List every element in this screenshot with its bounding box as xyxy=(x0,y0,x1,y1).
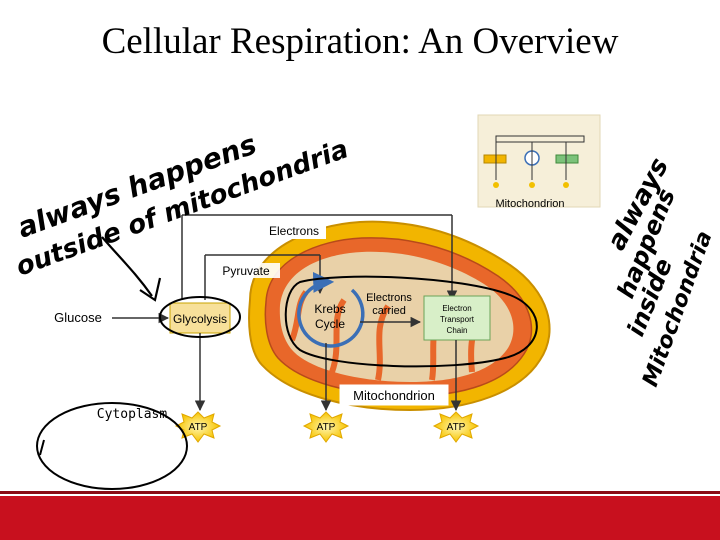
mitochondrion-label: Mitochondrion xyxy=(353,388,435,403)
glycolysis-label: Glycolysis xyxy=(173,312,227,326)
electrons-flow: Electrons xyxy=(181,214,458,302)
hand-arrow-head xyxy=(139,277,162,302)
slide-title: Cellular Respiration: An Overview xyxy=(101,21,619,62)
krebs-label-line1: Krebs xyxy=(314,302,345,316)
electrons-carried-line1: Electrons xyxy=(366,292,412,304)
electron-transport-chain: Electron Transport Chain xyxy=(423,295,491,341)
atp-arrows xyxy=(194,333,462,412)
glycolysis-circle xyxy=(159,296,241,338)
glucose-label: Glucose xyxy=(54,310,102,325)
atp-label-3: ATP xyxy=(447,422,466,433)
footer-divider xyxy=(0,491,720,494)
mitochondrion-label-group: Mitochondrion xyxy=(339,384,449,406)
atp-label-2: ATP xyxy=(317,422,336,433)
atp-label-1: ATP xyxy=(189,422,208,433)
inset-label: Mitochondrion xyxy=(495,198,564,210)
etc-label-line2: Transport xyxy=(440,315,475,324)
atp-burst-3: ATP xyxy=(432,411,480,443)
atp-burst-2: ATP xyxy=(302,411,350,443)
atp-burst-1: ATP xyxy=(174,411,222,443)
hand-tick-mark xyxy=(39,439,45,456)
mitochondrion-inset: Mitochondrion xyxy=(477,114,601,210)
krebs-label-line2: Cycle xyxy=(315,317,345,331)
electrons-carried-line2: carried xyxy=(372,305,406,317)
pyruvate-flow: Pyruvate xyxy=(204,254,326,300)
electrons-carried: Electrons carried xyxy=(360,292,422,328)
cytoplasm-label: Cytoplasm xyxy=(97,407,168,422)
footer-bar xyxy=(0,496,720,540)
etc-label-line3: Chain xyxy=(447,326,468,335)
hand-arrow-line xyxy=(101,236,153,297)
glucose-to-glycolysis: Glucose Glycolysis xyxy=(54,302,231,334)
pyruvate-label: Pyruvate xyxy=(222,264,270,278)
mitochondria-stages-circle xyxy=(284,275,538,368)
electrons-label: Electrons xyxy=(269,224,319,238)
etc-label-line1: Electron xyxy=(442,304,471,313)
cytoplasm-circle xyxy=(36,402,188,490)
krebs-cycle: Krebs Cycle xyxy=(297,271,365,348)
